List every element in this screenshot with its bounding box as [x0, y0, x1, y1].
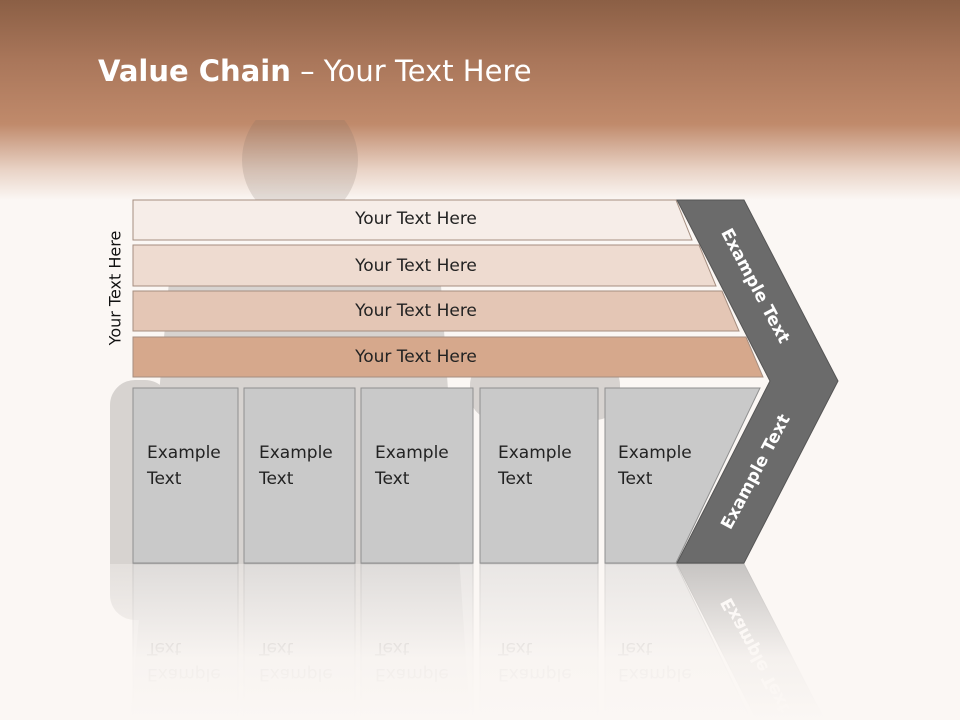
bar-shape	[132, 244, 717, 287]
box-line2: Text	[617, 469, 653, 489]
box-shape	[360, 387, 474, 564]
box-1: Example Text	[243, 387, 356, 564]
bar-0: Your Text Here	[132, 199, 693, 241]
box-shape	[479, 387, 599, 564]
bar-shape	[132, 290, 740, 332]
chevron-shape	[676, 199, 839, 564]
box-4: Example Text	[604, 387, 761, 564]
bar-label: Your Text Here	[354, 256, 477, 276]
bar-label: Your Text Here	[354, 301, 477, 321]
bar-label: Your Text Here	[354, 209, 477, 229]
bar-2: Your Text Here	[132, 290, 740, 332]
box-shape	[132, 387, 239, 564]
box-line2: Text	[497, 469, 533, 489]
box-shape	[604, 387, 761, 564]
bar-shape	[132, 336, 764, 378]
box-line1: Example	[618, 443, 692, 463]
reflection-fade-overlay	[100, 564, 860, 720]
box-line1: Example	[259, 443, 333, 463]
bar-label: Your Text Here	[354, 347, 477, 367]
box-line2: Text	[258, 469, 294, 489]
box-0: Example Text	[132, 387, 239, 564]
box-line2: Text	[146, 469, 182, 489]
bar-shape	[132, 199, 693, 241]
header-background	[0, 0, 960, 200]
bar-3: Your Text Here	[132, 336, 764, 378]
box-2: Example Text	[360, 387, 474, 564]
box-line1: Example	[498, 443, 572, 463]
slide-title: Value Chain – Your Text Here	[98, 54, 532, 88]
box-3: Example Text	[479, 387, 599, 564]
bar-1: Your Text Here	[132, 244, 717, 287]
box-shape	[243, 387, 356, 564]
box-line2: Text	[374, 469, 410, 489]
box-line1: Example	[147, 443, 221, 463]
box-line1: Example	[375, 443, 449, 463]
